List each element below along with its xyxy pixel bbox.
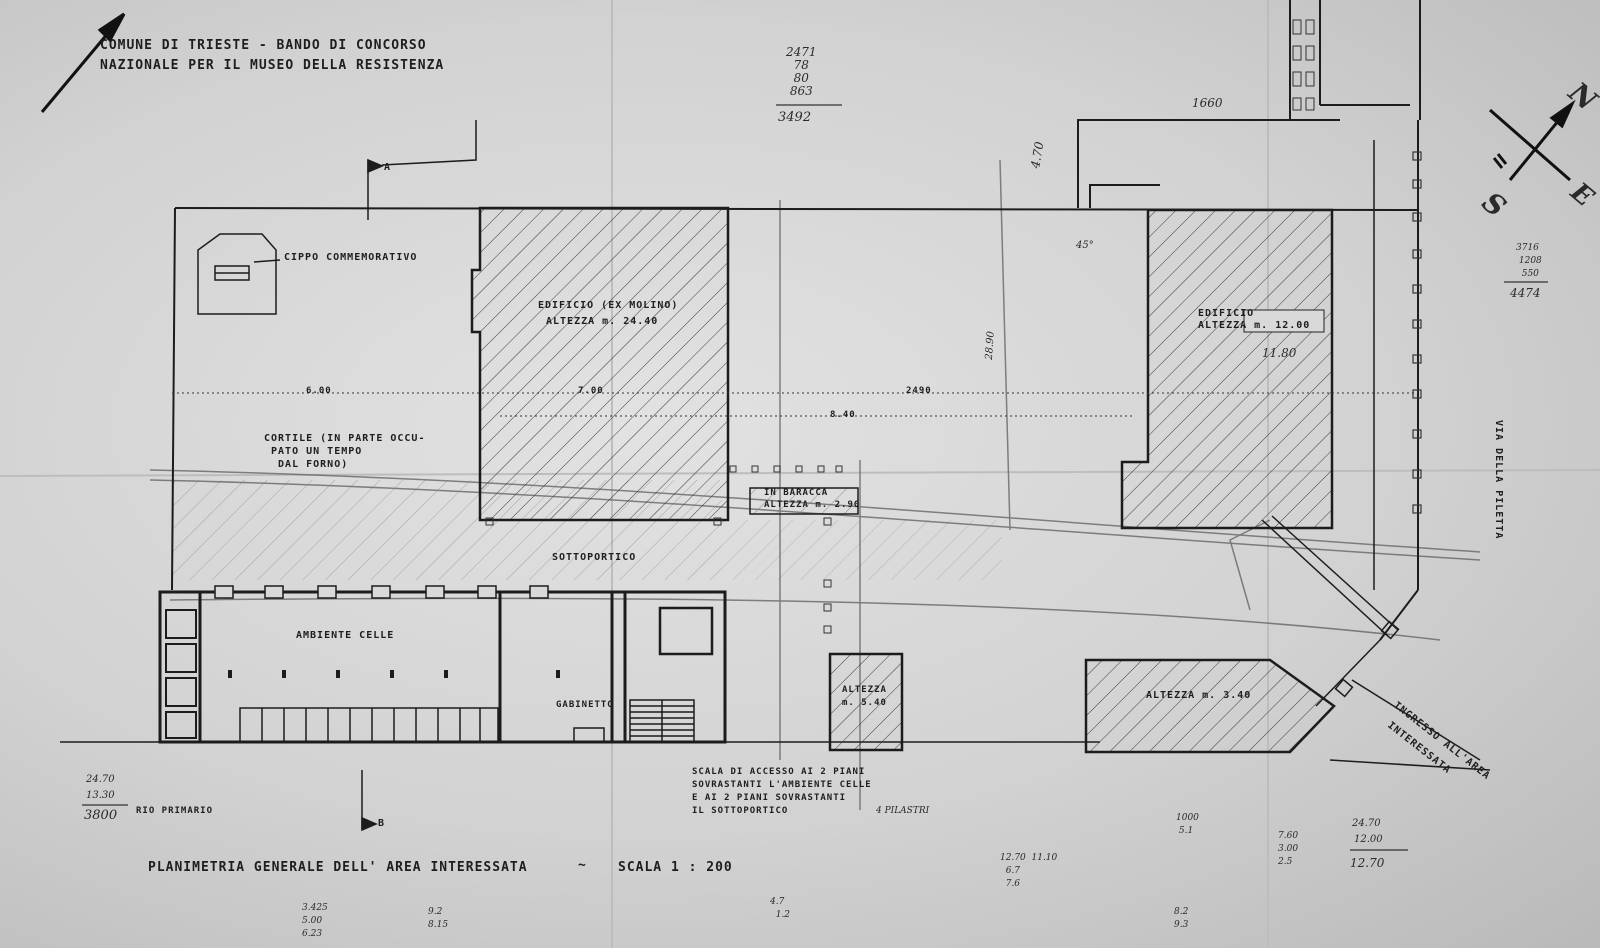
cells [239, 707, 499, 743]
label-edificio-mulino-2: ALTEZZA m. 24.40 [546, 316, 659, 327]
label-cortile: CORTILE (IN PARTE OCCU- PATO UN TEMPO DA… [264, 433, 426, 470]
cells-wing-stairs [165, 609, 197, 739]
section-marker-b: B [378, 818, 386, 829]
note-bl-b: 13.30 [86, 790, 115, 801]
dim-700: 7.00 [578, 386, 604, 396]
cells-wing [158, 590, 727, 744]
note-bl-total: 3800 [84, 808, 118, 823]
label-via: VIA DELLA PILETTA [1493, 420, 1504, 540]
plan-scale: SCALA 1 : 200 [618, 860, 733, 875]
note-top-sum: 2471 78 80 863 [786, 45, 817, 98]
note-right-total: 4474 [1510, 286, 1541, 300]
compass-icon [1489, 99, 1576, 182]
dim-2890: 28.90 [983, 330, 997, 361]
note-br-b: 12.00 [1354, 834, 1383, 845]
height-box-right [1243, 309, 1325, 333]
street-column [1373, 140, 1419, 590]
note-top-total: 3492 [778, 110, 812, 125]
entrance-post-1 [1380, 620, 1400, 640]
axis-lines [172, 392, 1420, 417]
dim-1660: 1660 [1192, 96, 1223, 110]
plan-title: PLANIMETRIA GENERALE DELL' AREA INTERESS… [148, 860, 528, 875]
label-altezza-small: ALTEZZA m. 5.40 [842, 685, 887, 708]
baracca-posts [729, 465, 843, 473]
section-markers [361, 120, 477, 832]
note-right-sum: 3716 1208 550 [1516, 243, 1542, 279]
note-bottom-a: 3.425 5.00 6.23 [302, 903, 328, 939]
sottoportico-hatch [722, 520, 1002, 580]
section-marker-a: A [384, 162, 392, 173]
building-small [828, 652, 904, 752]
label-edificio-right-2: ALTEZZA m. 12.00 [1198, 320, 1311, 331]
baracca-box [749, 487, 859, 515]
header-line-1: COMUNE DI TRIESTE - BANDO DI CONCORSO [100, 38, 427, 53]
note-bottom-c: 4.7 1.2 [770, 897, 791, 920]
label-pilastri: 4 PILASTRI [876, 806, 930, 816]
cells-wing-windows [214, 585, 549, 599]
label-gabinetto: GABINETTO [556, 700, 614, 710]
dim-840: 8.40 [830, 410, 856, 420]
note-br-small: 7.60 3.00 2.5 [1278, 831, 1299, 867]
note-br-total: 12.70 [1350, 856, 1385, 870]
label-edificio-right-1: EDIFICIO [1198, 308, 1255, 319]
cippo-shape [197, 233, 281, 315]
label-cippo: CIPPO COMMEMORATIVO [284, 252, 418, 263]
header-line-2: NAZIONALE PER IL MUSEO DELLA RESISTENZA [100, 58, 445, 73]
top-right-annex [1077, 0, 1421, 208]
note-bottom-d: 8.2 9.3 [1174, 907, 1189, 930]
building-right [1120, 208, 1334, 530]
label-altezza-large: ALTEZZA m. 3.40 [1146, 690, 1252, 701]
label-in-baracca-1: IN BARACCA [764, 488, 829, 498]
note-bottom-b: 9.2 8.15 [428, 907, 449, 930]
sottoportico-posts [485, 517, 832, 634]
note-mid-b: 12.70 11.10 6.7 7.6 [1000, 853, 1058, 889]
top-right-annex-windows [1292, 19, 1315, 111]
entrance-post-2 [1334, 678, 1354, 698]
label-in-baracca-2: ALTEZZA m. 2.90 [764, 500, 861, 510]
label-scala-note: SCALA DI ACCESSO AI 2 PIANI SOVRASTANTI … [692, 767, 872, 816]
label-edificio-mulino-1: EDIFICIO (EX MOLINO) [538, 300, 679, 311]
calc-rules [82, 104, 1548, 851]
label-ambiente-celle: AMBIENTE CELLE [296, 630, 395, 641]
note-mid-a: 1000 5.1 [1176, 813, 1199, 836]
label-rio: RIO PRIMARIO [136, 806, 214, 816]
entrance-path [1261, 515, 1491, 771]
north-arrow-icon [40, 12, 126, 113]
note-bl-a: 24.70 [86, 774, 115, 785]
cells-pillars [228, 670, 560, 678]
building-angled [1084, 658, 1336, 754]
note-br-a: 24.70 [1352, 818, 1381, 829]
plan-title-tilde: ~ [578, 858, 587, 873]
stair-block [573, 606, 714, 743]
label-sottoportico: SOTTOPORTICO [552, 552, 637, 563]
dim-1180: 11.80 [1262, 346, 1297, 360]
building-ex-molino [470, 206, 730, 522]
dim-2490: 2490 [906, 386, 932, 396]
street-posts [1412, 151, 1422, 514]
dim-45: 45° [1076, 240, 1094, 251]
dim-600: 6.00 [306, 386, 332, 396]
